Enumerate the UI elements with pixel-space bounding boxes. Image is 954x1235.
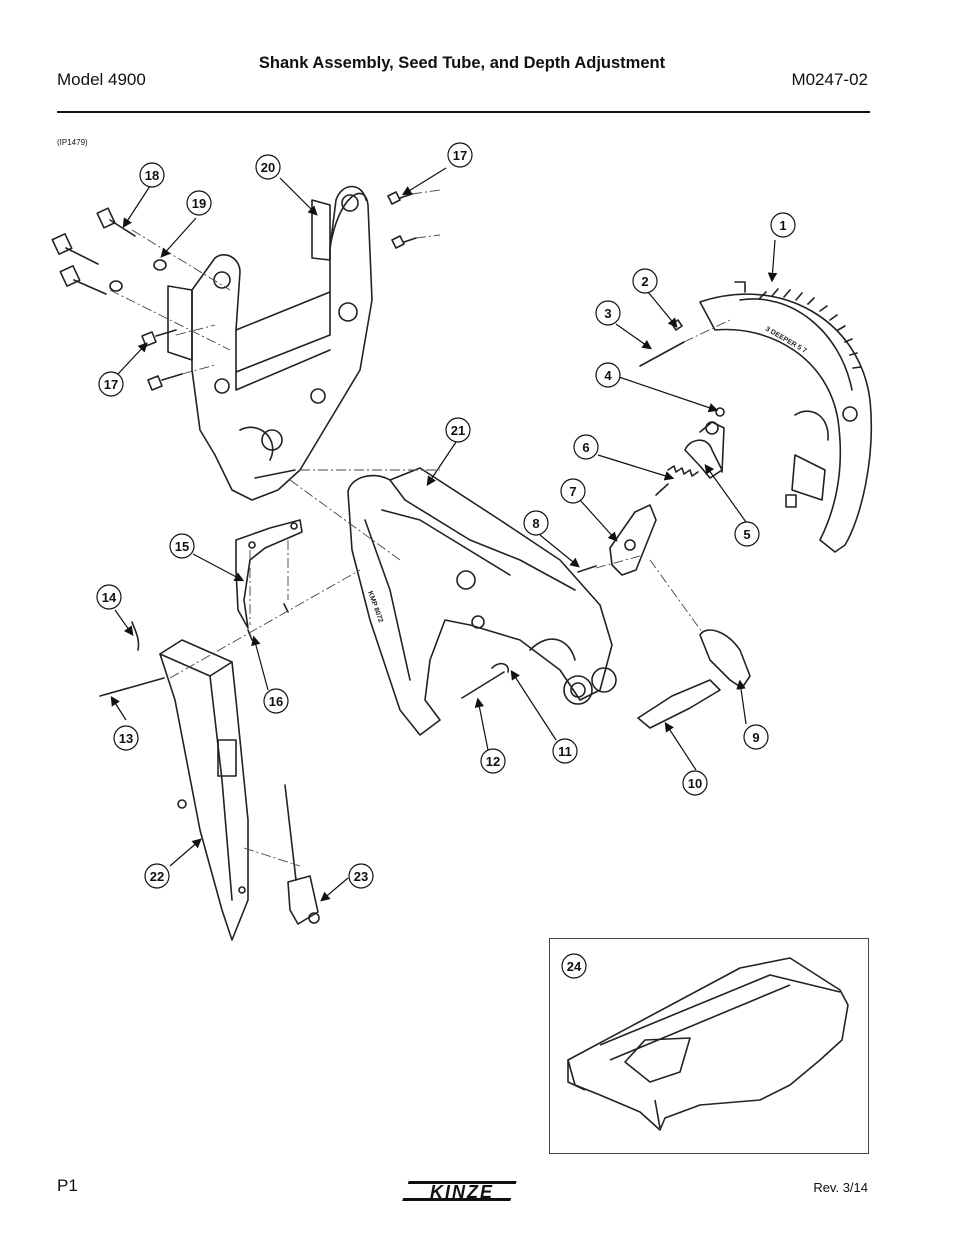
callout-12: 12 [486,754,500,769]
callout-23: 23 [354,869,368,884]
callout-10: 10 [688,776,702,791]
alignment-lines [109,189,731,867]
callout-20: 20 [261,160,275,175]
part-link [637,679,721,729]
callout-18: 18 [145,168,159,183]
callout-circles [96,142,796,979]
leader-lines [110,167,778,902]
part-spring [667,465,699,477]
revision-label: Rev. 3/14 [813,1180,868,1195]
callout-14: 14 [102,590,117,605]
callout-17-left: 17 [104,377,118,392]
part-tube-bracket [235,519,303,629]
callout-5: 5 [743,527,750,542]
part-depth-arc [699,281,873,553]
document-number: M0247-02 [791,70,868,89]
callout-19: 19 [192,196,206,211]
part-tube-guard [567,957,849,1131]
callout-2: 2 [641,274,648,289]
callout-7: 7 [569,484,576,499]
part-latch [699,629,751,689]
page-number: P1 [57,1176,78,1195]
callout-11: 11 [558,744,572,759]
part-seed-tube [159,639,249,941]
header-divider [57,111,870,113]
callout-1: 1 [779,218,786,233]
part-seed-sensor [284,784,320,925]
callout-9: 9 [752,730,759,745]
tube-guard-inset [549,938,869,1154]
shank-stamp-mark: KMP 8072 [366,590,384,623]
callout-15: 15 [175,539,189,554]
brand-text: KINZE [430,1182,494,1202]
callout-21: 21 [451,423,465,438]
callout-24: 24 [567,959,582,974]
callout-17-top: 17 [453,148,467,163]
callout-4: 4 [604,368,612,383]
callout-3: 3 [604,306,611,321]
callout-13: 13 [119,731,133,746]
part-adjust-handle [609,483,669,576]
part-main-shank [347,467,617,736]
part-knob [684,421,725,479]
model-label: Model 4900 [57,70,146,89]
callout-22: 22 [150,869,164,884]
callout-16: 16 [269,694,283,709]
kinze-logo: KINZE [402,1181,517,1202]
callout-8: 8 [532,516,539,531]
part-upper-bracket [167,185,373,501]
page-title: Shank Assembly, Seed Tube, and Depth Adj… [258,54,666,72]
figure-id: (IP1479) [57,138,88,147]
depth-scale-mark: 3 DEEPER 5 7 [764,326,808,355]
hardware [51,191,725,699]
callout-6: 6 [582,440,589,455]
